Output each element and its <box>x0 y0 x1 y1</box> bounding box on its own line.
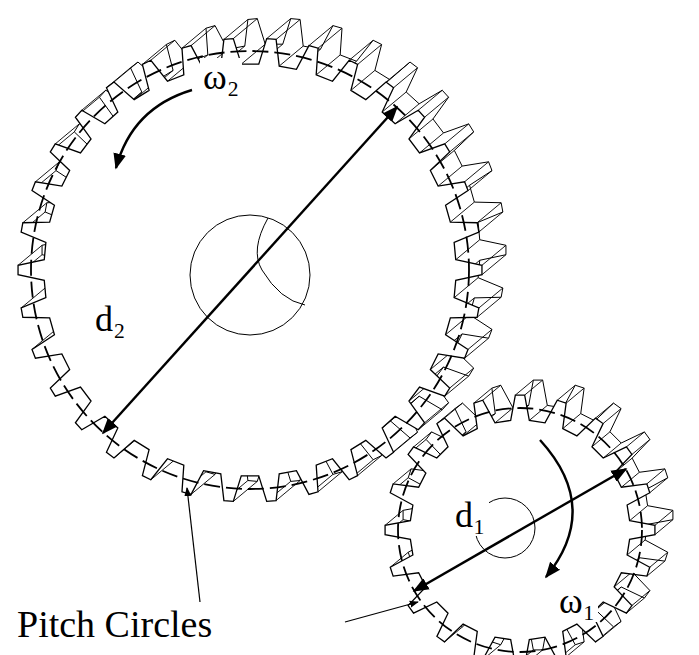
tooth-edge <box>358 44 382 64</box>
dimension-label: d₁ <box>452 496 489 536</box>
tooth-edge <box>603 621 621 636</box>
tooth-edge <box>596 403 614 418</box>
leader-arrow <box>345 602 418 622</box>
tooth-edge <box>418 90 442 110</box>
gear <box>385 380 673 655</box>
dimension-label: ω₂ <box>200 58 242 98</box>
tooth-edge <box>650 552 668 567</box>
pitch-circle <box>398 408 642 652</box>
tooth-edge <box>647 469 665 484</box>
tooth-edge <box>191 26 215 46</box>
rotation-arrow <box>540 440 573 577</box>
tooth-edge <box>142 44 166 64</box>
tooth-edge <box>450 368 474 388</box>
gear <box>18 19 506 502</box>
tooth-edge <box>233 19 257 39</box>
tooth-edge <box>479 212 503 232</box>
gear-front-face <box>18 39 482 502</box>
diameter-arrow <box>103 107 397 433</box>
tooth-edge <box>468 329 492 349</box>
tooth-edge <box>479 288 503 308</box>
pitch-circle <box>31 51 469 489</box>
tooth-edge <box>444 403 462 418</box>
tooth-edge <box>425 97 449 117</box>
tooth-edge <box>349 40 373 60</box>
tooth-edge <box>454 278 478 298</box>
tooth-edge <box>627 540 645 555</box>
tooth-edge <box>655 510 673 525</box>
tooth-edge <box>445 124 469 144</box>
tooth-edge <box>394 68 418 88</box>
tooth-edge <box>23 203 47 223</box>
tooth-edge <box>483 385 501 400</box>
tooth-edge <box>276 19 300 39</box>
tooth-edge <box>630 506 648 521</box>
tooth-edge <box>318 472 342 492</box>
callout-label: Pitch Circles <box>14 604 215 646</box>
tooth-edge <box>566 388 584 403</box>
tooth-edge <box>626 432 644 447</box>
tooth-edge <box>309 26 333 46</box>
tooth-edge <box>114 62 138 82</box>
tooth-edge <box>450 132 474 152</box>
tooth-edge <box>566 642 584 655</box>
tooth-edge <box>414 432 432 447</box>
tooth-edge <box>632 439 650 454</box>
tooth-edge <box>318 28 342 48</box>
tooth-edge <box>525 380 543 395</box>
rotation-arrow <box>116 90 192 168</box>
tooth-edge <box>477 297 501 317</box>
tooth-edge <box>655 520 673 535</box>
hub-keyway <box>257 218 305 305</box>
tooth-edge <box>650 478 668 493</box>
tooth-edge <box>182 28 206 48</box>
tooth-edge <box>465 162 489 182</box>
tooth-edge <box>482 245 506 265</box>
tooth-edge <box>465 338 489 358</box>
tooth-edge <box>529 405 547 420</box>
tooth-edge <box>468 171 492 191</box>
tooth-edge <box>55 124 79 144</box>
tooth-edge <box>477 203 501 223</box>
tooth-edge <box>267 19 291 39</box>
gear-front-face <box>385 395 655 655</box>
dimension-label: d₂ <box>92 300 129 340</box>
diameter-arrow <box>414 469 626 591</box>
dimension-label: ω₁ <box>556 582 598 622</box>
tooth-edge <box>35 162 59 182</box>
leader-arrow <box>187 488 200 602</box>
tooth-edge <box>632 591 650 606</box>
tooth-edge <box>386 62 410 82</box>
tooth-edge <box>482 255 506 275</box>
tooth-edge <box>603 409 621 424</box>
tooth-edge <box>151 40 175 60</box>
tooth-edge <box>515 380 533 395</box>
